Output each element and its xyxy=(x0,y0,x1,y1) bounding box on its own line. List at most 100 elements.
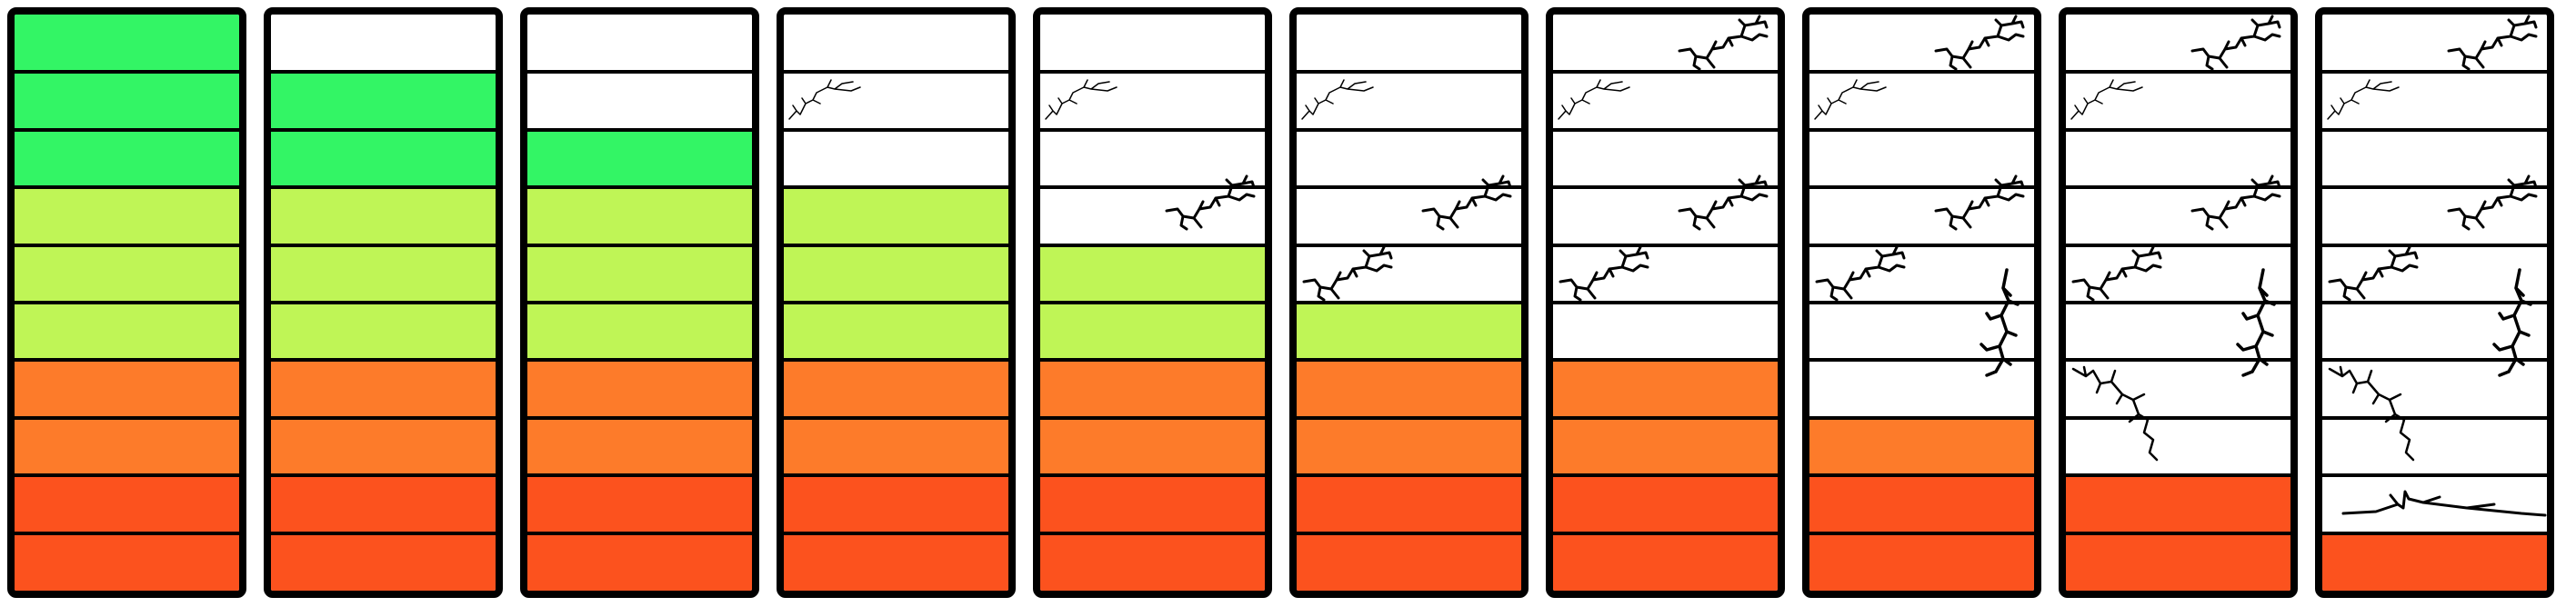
crack-icon xyxy=(1678,15,1769,71)
crack-icon xyxy=(1165,174,1256,231)
meter-segment-filled xyxy=(271,531,496,591)
health-meter-1 xyxy=(7,7,246,598)
health-meter-10 xyxy=(2315,7,2554,598)
meter-segment-filled xyxy=(15,15,239,73)
meter-segment-empty xyxy=(1553,15,1778,73)
meter-segment-filled xyxy=(1553,473,1778,537)
meter-segment-filled xyxy=(1040,358,1265,422)
meter-segment-filled xyxy=(1553,531,1778,591)
health-meter-9 xyxy=(2059,7,2298,598)
meter-segment-filled xyxy=(1040,473,1265,537)
meter-segment-filled xyxy=(1297,531,1521,591)
meter-segment-empty xyxy=(2066,15,2290,73)
meter-segment-filled xyxy=(1297,415,1521,480)
crack-icon xyxy=(2071,366,2159,462)
meter-segment-empty xyxy=(784,70,1008,134)
meter-segment-filled xyxy=(1553,415,1778,480)
meter-segment-filled xyxy=(271,185,496,249)
meter-segment-empty xyxy=(1040,70,1265,134)
meter-segment-empty xyxy=(527,15,752,73)
crack-icon xyxy=(1559,245,1649,302)
meter-segment-filled xyxy=(527,185,752,249)
crack-icon xyxy=(1558,79,1630,120)
meter-segment-filled xyxy=(1040,531,1265,591)
meter-segment-filled xyxy=(1297,301,1521,364)
meter-segment-filled xyxy=(15,127,239,192)
meter-segment-empty xyxy=(1809,15,2034,73)
meter-segment-empty xyxy=(1297,185,1521,249)
health-meter-4 xyxy=(777,7,1016,598)
meter-segment-filled xyxy=(1809,415,2034,480)
meter-segment-filled xyxy=(271,127,496,192)
meter-segment-empty xyxy=(1553,70,1778,134)
health-meter-7 xyxy=(1546,7,1785,598)
meter-segment-empty xyxy=(2066,70,2290,134)
meter-segment-filled xyxy=(1553,358,1778,422)
meter-segment-empty xyxy=(784,127,1008,192)
health-meter-3 xyxy=(520,7,759,598)
crack-icon xyxy=(2447,174,2538,231)
meter-segment-filled xyxy=(784,358,1008,422)
crack-icon xyxy=(1301,79,1374,120)
crack-icon xyxy=(1815,245,1906,302)
meter-segment-filled xyxy=(15,358,239,422)
meter-segment-filled xyxy=(527,127,752,192)
crack-icon xyxy=(2328,245,2419,302)
meter-segment-empty xyxy=(2322,15,2547,73)
meter-segment-filled xyxy=(271,415,496,480)
crack-icon xyxy=(1678,174,1769,231)
meter-segment-filled xyxy=(15,301,239,364)
meter-segment-filled xyxy=(527,531,752,591)
crack-icon xyxy=(2070,79,2143,120)
crack-icon xyxy=(1814,79,1887,120)
meter-segment-empty xyxy=(1809,301,2034,364)
crack-icon xyxy=(1302,245,1393,302)
crack-icon xyxy=(2328,366,2415,462)
meter-segment-filled xyxy=(2066,531,2290,591)
meter-segment-filled xyxy=(1040,243,1265,306)
meter-segment-empty xyxy=(2066,243,2290,306)
meter-segment-filled xyxy=(784,185,1008,249)
meter-segment-empty xyxy=(271,15,496,73)
meter-segment-filled xyxy=(1040,301,1265,364)
meter-segment-filled xyxy=(784,415,1008,480)
crack-icon xyxy=(2190,15,2281,71)
meter-segment-filled xyxy=(784,301,1008,364)
health-meter-5 xyxy=(1033,7,1272,598)
meter-segment-filled xyxy=(15,531,239,591)
crack-icon xyxy=(2236,268,2276,377)
meter-segment-filled xyxy=(784,531,1008,591)
crack-icon xyxy=(2190,174,2281,231)
meter-segment-filled xyxy=(15,243,239,306)
meter-segment-empty xyxy=(1297,70,1521,134)
meter-segment-filled xyxy=(784,473,1008,537)
meter-segment-filled xyxy=(527,243,752,306)
meter-segment-filled xyxy=(271,70,496,134)
crack-icon xyxy=(2492,268,2532,377)
meter-segment-filled xyxy=(784,243,1008,306)
crack-icon xyxy=(1045,79,1118,120)
meter-segment-filled xyxy=(1040,415,1265,480)
meter-segment-filled xyxy=(271,473,496,537)
meter-segment-filled xyxy=(271,358,496,422)
crack-icon xyxy=(1934,174,2025,231)
meter-segment-empty xyxy=(2066,301,2290,364)
meter-segment-empty xyxy=(1297,15,1521,73)
meter-segment-empty xyxy=(1553,301,1778,364)
meter-segment-filled xyxy=(271,243,496,306)
meter-segment-filled xyxy=(15,415,239,480)
meter-segment-empty xyxy=(2066,415,2290,480)
meter-segment-filled xyxy=(1297,473,1521,537)
crack-icon xyxy=(1421,174,1512,231)
meter-segment-filled xyxy=(15,473,239,537)
health-meter-8 xyxy=(1802,7,2041,598)
health-meter-2 xyxy=(264,7,503,598)
meter-segment-filled xyxy=(527,358,752,422)
meter-segment-filled xyxy=(2066,473,2290,537)
meter-segment-empty xyxy=(1553,185,1778,249)
crack-icon xyxy=(788,79,861,120)
meter-segment-empty xyxy=(1297,243,1521,306)
meter-segment-empty xyxy=(784,15,1008,73)
meter-segment-filled xyxy=(15,70,239,134)
